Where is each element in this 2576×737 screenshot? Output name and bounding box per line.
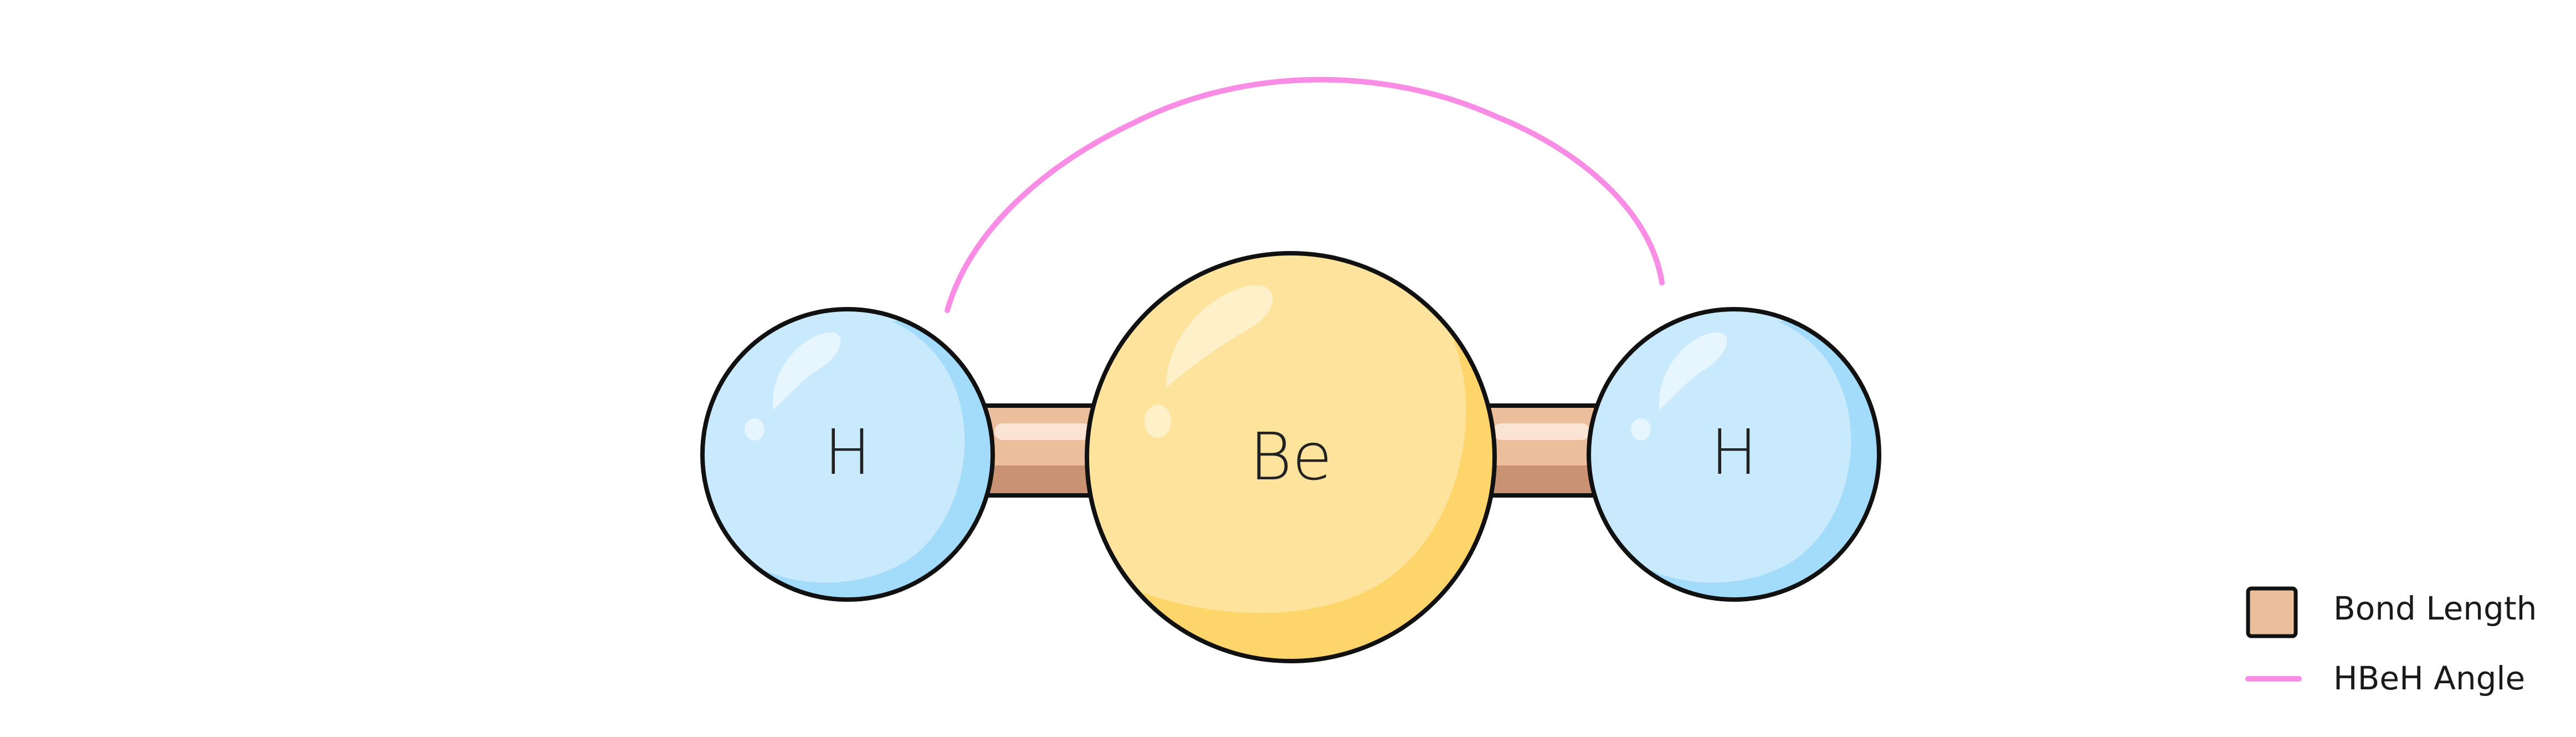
hydrogen-atom-left: H	[700, 307, 995, 602]
legend-swatch-bond-length	[2246, 586, 2298, 638]
bond-right	[1480, 403, 1603, 498]
atom-label-be: Be	[1249, 418, 1332, 495]
bond-left	[981, 403, 1105, 498]
beryllium-atom: Be	[1085, 251, 1497, 663]
legend-label-angle: HBeH Angle	[2333, 659, 2525, 697]
hydrogen-atom-right: H	[1587, 307, 1881, 602]
atom-label-h-right: H	[1711, 417, 1757, 489]
legend-label-bond-length: Bond Length	[2333, 590, 2537, 627]
atom-label-h-left: H	[824, 417, 871, 489]
legend: Bond Length HBeH Angle	[2245, 586, 2537, 697]
angle-arc	[945, 76, 1665, 313]
